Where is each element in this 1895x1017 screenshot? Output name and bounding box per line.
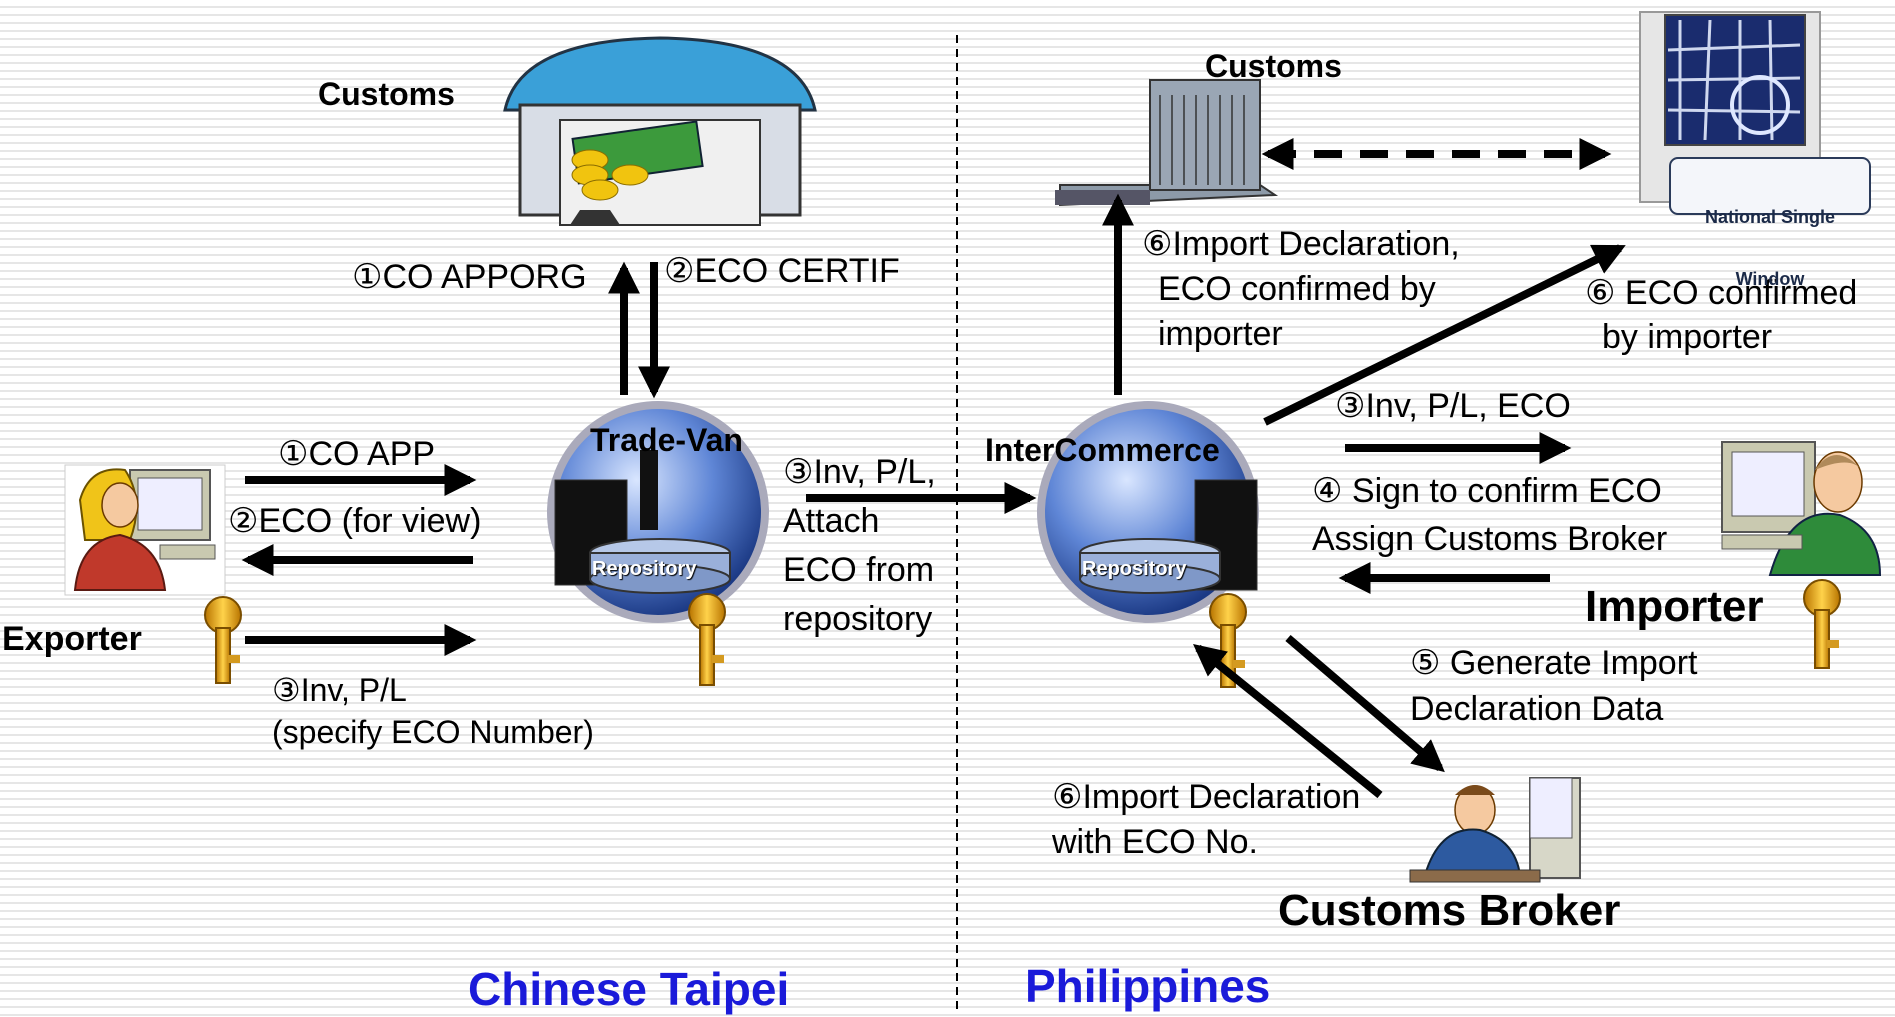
- co-app-label: ①CO APP: [278, 435, 436, 473]
- office-building-icon: [1055, 78, 1279, 207]
- key-icon-importer: [1803, 579, 1841, 669]
- arrow-generate-import: [1285, 634, 1445, 773]
- inv-pl-label-1: ③Inv, P/L: [272, 672, 407, 708]
- region-left-label: Chinese Taipei: [468, 963, 790, 1015]
- eco-confirmed-label-2: by importer: [1602, 318, 1773, 356]
- nsw-label: National Single Window: [1670, 166, 1870, 311]
- importer-label: Importer: [1585, 582, 1764, 631]
- generate-label-1: ⑤ Generate Import: [1410, 644, 1698, 682]
- repository-right-label: Repository: [1082, 558, 1187, 580]
- generate-label-2: Declaration Data: [1410, 690, 1664, 728]
- arrow-import-eco-no: [1193, 643, 1383, 799]
- eco-certif-label: ②ECO CERTIF: [664, 252, 900, 290]
- eco-view-label: ②ECO (for view): [228, 502, 482, 540]
- customs-left-label: Customs: [318, 76, 455, 112]
- trade-van-label: Trade-Van: [590, 422, 743, 458]
- region-right-label: Philippines: [1025, 960, 1271, 1012]
- inv-pl-eco-label: ③Inv, P/L, ECO: [1335, 387, 1571, 425]
- attach-label-2: Attach: [783, 502, 880, 540]
- nsw-label-line-2: Window: [1735, 269, 1805, 290]
- customs-broker-person-icon: [1409, 777, 1581, 883]
- nsw-label-line-1: National Single: [1704, 207, 1836, 228]
- import-declaration-label-3: importer: [1158, 315, 1283, 353]
- import-eco-label-2: with ECO No.: [1052, 823, 1258, 861]
- attach-label-4: repository: [783, 600, 933, 638]
- sign-label-1: ④ Sign to confirm ECO: [1312, 472, 1662, 510]
- customs-right-label: Customs: [1205, 48, 1342, 84]
- intercommerce-label: InterCommerce: [985, 432, 1220, 468]
- eco-confirmed-label-1: ⑥ ECO confirmed: [1585, 274, 1858, 312]
- key-icon-trade-van: [688, 593, 726, 686]
- sign-label-2: Assign Customs Broker: [1312, 520, 1668, 558]
- co-apporg-label: ①CO APPORG: [352, 258, 587, 296]
- exporter-person-icon: [64, 464, 226, 596]
- bank-icon: [503, 36, 817, 226]
- inv-pl-label-2: (specify ECO Number): [272, 714, 594, 750]
- import-declaration-label-1: ⑥Import Declaration,: [1142, 225, 1460, 263]
- attach-label-3: ECO from: [783, 551, 935, 589]
- importer-person-icon: [1721, 441, 1882, 576]
- key-icon-exporter: [204, 596, 242, 684]
- national-single-window-icon: [1639, 11, 1871, 215]
- trade-van-globe-icon: [547, 401, 769, 623]
- import-declaration-label-2: ECO confirmed by: [1158, 270, 1436, 308]
- import-eco-label-1: ⑥Import Declaration: [1052, 778, 1361, 816]
- intercommerce-globe-icon: [1037, 401, 1259, 623]
- exporter-label: Exporter: [2, 620, 142, 658]
- arrow-eco-confirmed-nsw: [1263, 244, 1626, 426]
- repository-left-label: Repository: [592, 558, 697, 580]
- customs-broker-label: Customs Broker: [1278, 886, 1621, 935]
- attach-label-1: ③Inv, P/L,: [783, 453, 936, 491]
